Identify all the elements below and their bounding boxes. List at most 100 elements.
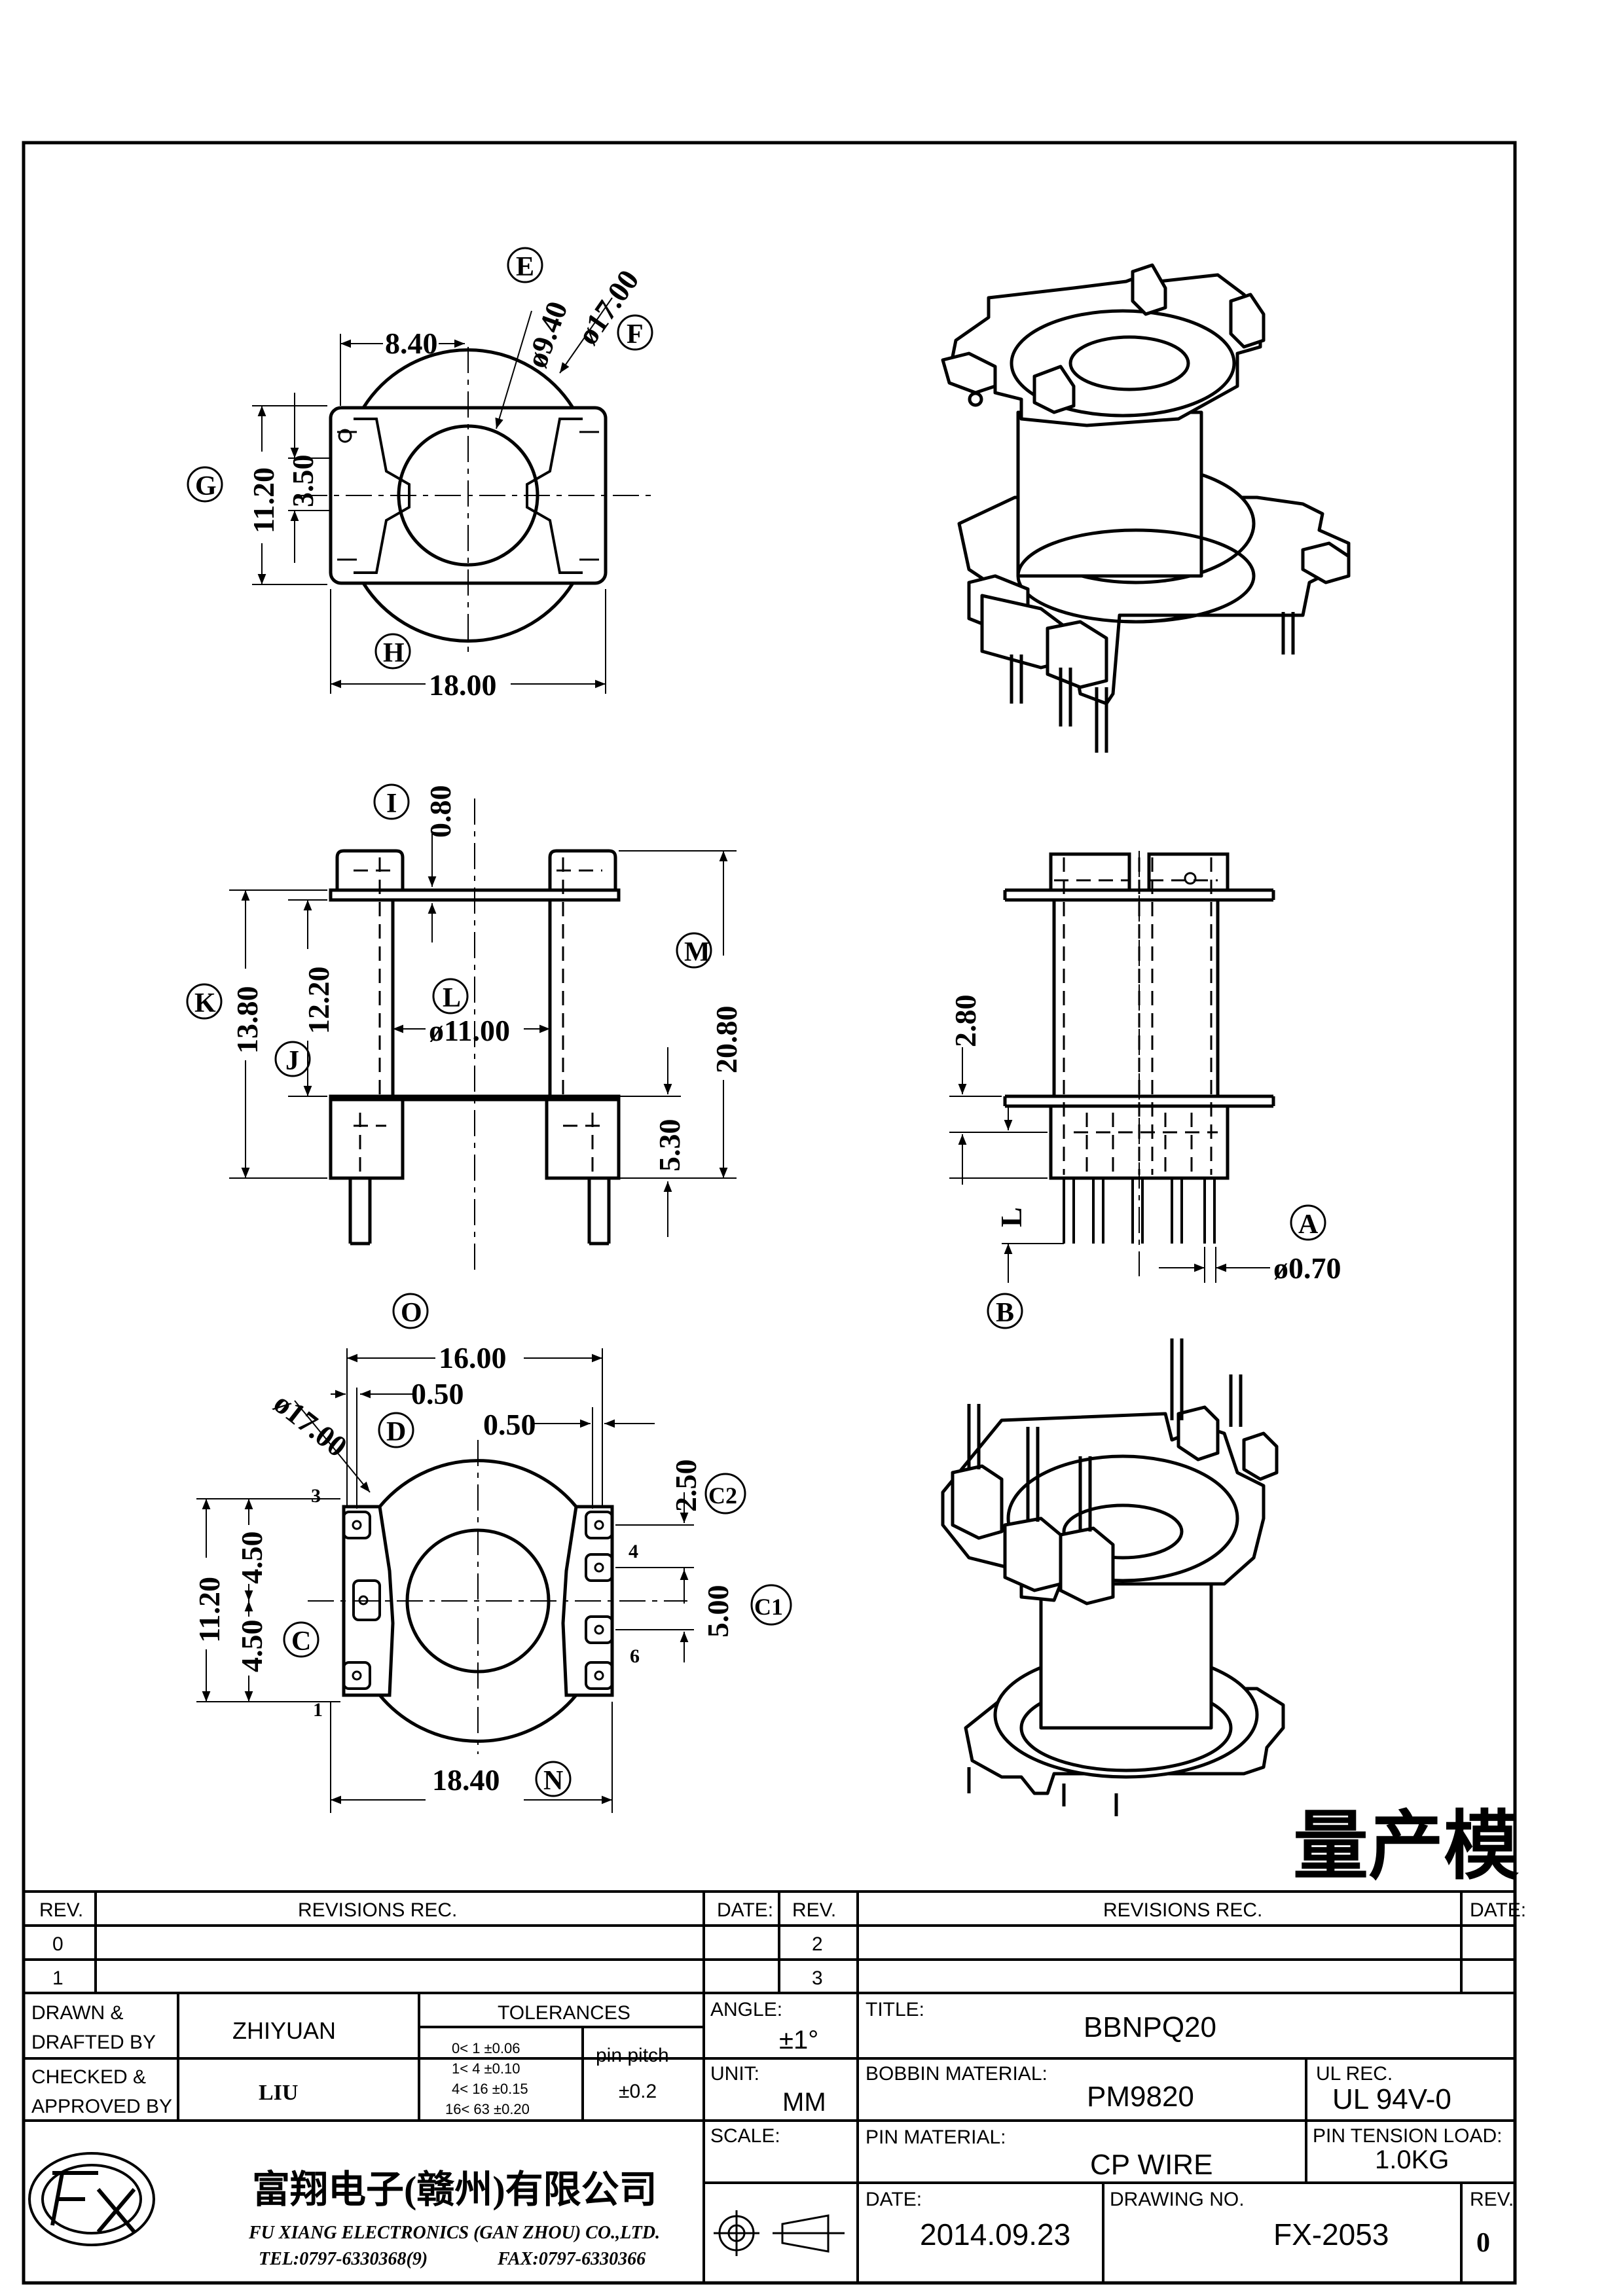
tag-e: E: [516, 252, 534, 282]
tag-c: C: [291, 1626, 311, 1657]
scale-label: SCALE:: [710, 2125, 780, 2147]
dim-0-70: ø0.70: [1273, 1251, 1341, 1285]
pin-material-value: CP WIRE: [1090, 2149, 1213, 2181]
dim-12-20: 12.20: [302, 967, 335, 1035]
tag-l: L: [443, 983, 461, 1013]
rev-header-left: REV.: [39, 1899, 83, 1921]
ul-label: UL REC.: [1316, 2063, 1393, 2085]
tolerance-row-4: 16< 63 ±0.20: [445, 2101, 530, 2117]
tag-o: O: [401, 1298, 422, 1328]
company-tel: TEL:0797-6330368(9): [259, 2249, 428, 2269]
rev-row-2: 2: [812, 1933, 823, 1955]
drawn-value: ZHIYUAN: [232, 2017, 336, 2044]
dim-8-40: 8.40: [385, 327, 438, 360]
drawing-no-value: FX-2053: [1273, 2217, 1389, 2251]
dim-2-50: 2.50: [669, 1460, 702, 1513]
production-stamp: 量产模: [1293, 1805, 1519, 1888]
dim-16-00: 16.00: [439, 1341, 507, 1374]
drawn-label-1: DRAWN &: [31, 2002, 124, 2024]
revisions-header-right: REVISIONS REC.: [1103, 1899, 1262, 1921]
date-label: DATE:: [866, 2189, 922, 2210]
ul-value: UL 94V-0: [1332, 2083, 1451, 2115]
iso-view-top: [941, 263, 1351, 753]
tag-g: G: [195, 471, 217, 501]
tag-d: D: [386, 1417, 406, 1447]
pin-4: 4: [629, 1541, 638, 1562]
dim-2-80: 2.80: [949, 995, 982, 1048]
company-name-en: FU XIANG ELECTRONICS (GAN ZHOU) CO.,LTD.: [248, 2223, 660, 2243]
dim-13-80: 13.80: [230, 986, 264, 1054]
dim-0-50-b: 0.50: [483, 1408, 536, 1441]
tag-a: A: [1298, 1210, 1319, 1240]
rev-header-right: REV.: [792, 1899, 836, 1921]
checked-value: LIU: [259, 2081, 298, 2105]
tension-value: 1.0KG: [1375, 2145, 1449, 2174]
company-name-cn: 富翔电子(赣州)有限公司: [252, 2168, 657, 2211]
dim-5-30: 5.30: [653, 1119, 686, 1172]
dim-9-40: ø9.40: [519, 297, 574, 372]
checked-label-2: APPROVED BY: [31, 2096, 172, 2117]
dim-5-00: 5.00: [701, 1585, 735, 1638]
dim-11-20-b: 11.20: [192, 1577, 226, 1643]
front-view-labels: 0.80 13.80 12.20 ø11.00 20.80 5.30 I K L…: [194, 785, 743, 1172]
tolerances-label: TOLERANCES: [498, 2002, 630, 2024]
pin-3: 3: [311, 1485, 321, 1507]
drawing-no-label: DRAWING NO.: [1110, 2189, 1245, 2210]
projection-symbol: [714, 2210, 845, 2256]
front-view: [186, 783, 737, 1270]
tag-f: F: [627, 319, 644, 350]
date-header-right: DATE:: [1470, 1899, 1526, 1921]
rev-value: 0: [1476, 2228, 1490, 2258]
title-label: TITLE:: [866, 1999, 924, 2020]
dim-0-50-a: 0.50: [411, 1377, 464, 1410]
tag-b: B: [996, 1298, 1014, 1328]
pin-6: 6: [630, 1645, 640, 1667]
company-fax: FAX:0797-6330366: [497, 2249, 646, 2269]
revisions-header-left: REVISIONS REC.: [298, 1899, 457, 1921]
dim-17-00-b: ø17.00: [268, 1386, 354, 1463]
bobbin-value: PM9820: [1087, 2081, 1194, 2113]
pin-pitch-label: pin pitch: [596, 2045, 669, 2066]
tension-label: PIN TENSION LOAD:: [1313, 2125, 1503, 2147]
rev-row-0: 0: [52, 1933, 64, 1955]
bottom-view: [196, 1293, 792, 1813]
tolerance-row-3: 4< 16 ±0.15: [452, 2081, 528, 2097]
date-header-left: DATE:: [717, 1899, 773, 1921]
pin-material-label: PIN MATERIAL:: [866, 2126, 1006, 2148]
top-view-labels: 8.40 ø9.40 ø17.00 11.20 3.50 18.00 E F G…: [195, 252, 646, 702]
unit-value: MM: [782, 2088, 826, 2117]
pin-pitch-value: ±0.2: [619, 2081, 657, 2102]
tag-k: K: [194, 988, 216, 1018]
checked-label-1: CHECKED &: [31, 2066, 146, 2088]
tolerance-row-1: 0< 1 ±0.06: [452, 2040, 520, 2056]
company-logo: [28, 2152, 155, 2246]
tag-h: H: [383, 638, 405, 668]
dim-4-50-a: 4.50: [235, 1532, 268, 1585]
top-view: [187, 247, 655, 694]
dim-3-50: 3.50: [286, 455, 319, 508]
tag-i: I: [386, 789, 397, 819]
rev-label: REV.: [1470, 2189, 1514, 2210]
iso-view-bottom: [941, 1338, 1285, 1816]
dim-4-50-b: 4.50: [235, 1620, 268, 1673]
tag-c1: C1: [754, 1594, 783, 1620]
rev-row-3: 3: [812, 1967, 823, 1989]
angle-label: ANGLE:: [710, 1999, 782, 2020]
side-view: [949, 851, 1326, 1329]
dim-0-80: 0.80: [424, 785, 457, 838]
unit-label: UNIT:: [710, 2063, 759, 2085]
tag-c2: C2: [708, 1482, 737, 1509]
angle-value: ±1°: [779, 2026, 818, 2054]
bottom-view-labels: 16.00 0.50 0.50 ø17.00 2.50 11.20 4.50 4…: [192, 1298, 783, 1797]
dim-18-00: 18.00: [429, 668, 497, 702]
side-view-labels: 2.80 L ø0.70 A B: [949, 995, 1341, 1329]
title-block: REV. REVISIONS REC. DATE: REV. REVISIONS…: [24, 1890, 1526, 2283]
dim-11-00: ø11.00: [429, 1014, 510, 1047]
date-value: 2014.09.23: [920, 2217, 1070, 2251]
tag-m: M: [684, 937, 710, 967]
dim-l: L: [994, 1207, 1028, 1227]
title-value: BBNPQ20: [1084, 2011, 1216, 2043]
sheet-border: [22, 141, 1517, 2285]
dim-18-40: 18.40: [432, 1763, 500, 1797]
